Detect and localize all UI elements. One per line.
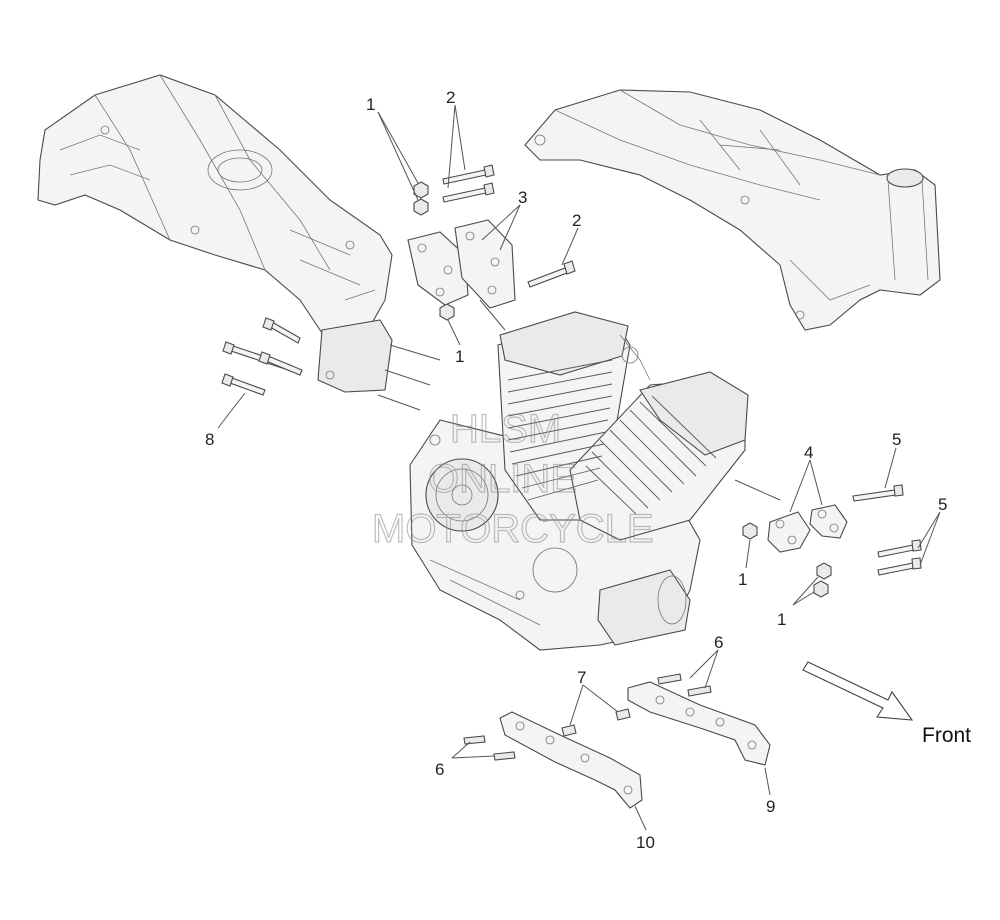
leader-lines [217,104,941,831]
callout-1-top: 1 [366,95,375,114]
front-direction-arrow [802,661,914,721]
callout-numbers: 1 2 3 2 1 8 4 5 5 1 1 6 7 6 9 10 Front [205,88,971,852]
watermark-line-2: ONLINE [428,457,577,501]
bracket-parts [407,219,848,553]
callout-1-mid: 1 [455,347,464,366]
engine-assembly [409,299,781,651]
watermark: HLSM ONLINE MOTORCYCLE [371,406,654,551]
callout-5-right: 5 [938,495,947,514]
callout-4: 4 [804,443,813,462]
callout-7: 7 [577,668,586,687]
watermark-line-1: HLSM [450,407,561,451]
callout-6-right: 6 [714,633,723,652]
callout-9: 9 [766,797,775,816]
callout-2-mid: 2 [572,211,581,230]
callout-3: 3 [518,188,527,207]
callout-5-top: 5 [892,430,901,449]
lower-mount-parts [463,673,771,809]
callout-1-bottom: 1 [777,610,786,629]
front-frame-section [524,89,941,331]
nut-parts [413,181,832,598]
front-label: Front [922,724,971,747]
rear-frame-section [37,74,441,411]
callout-8: 8 [205,430,214,449]
callout-10: 10 [636,833,655,852]
callout-6-left: 6 [435,760,444,779]
callout-1-lower: 1 [738,570,747,589]
bolt-parts [221,164,922,576]
callout-2-top: 2 [446,88,455,107]
watermark-line-3: MOTORCYCLE [372,507,654,551]
